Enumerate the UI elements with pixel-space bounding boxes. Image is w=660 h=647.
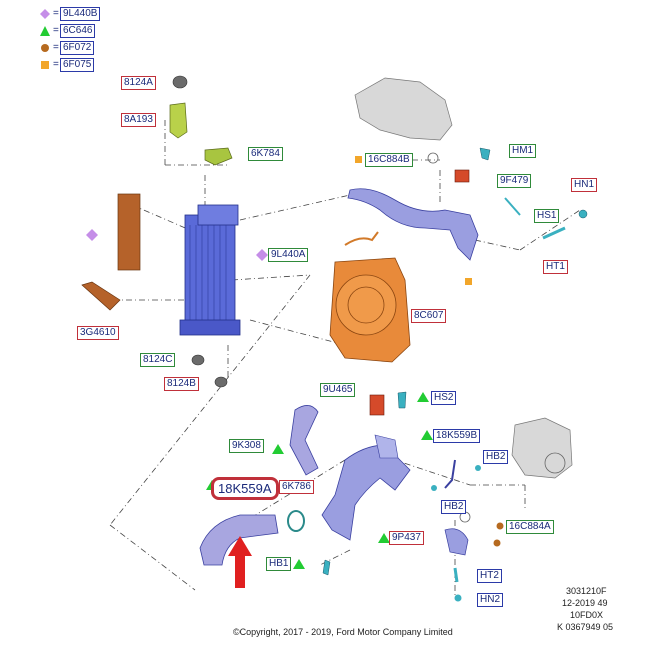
part-label-hb2-lower[interactable]: HB2 <box>441 500 467 514</box>
fan-shroud <box>329 231 411 363</box>
part-label-16c884a[interactable]: 16C884A <box>506 520 554 534</box>
square-icon <box>41 61 49 69</box>
part-label-8124c[interactable]: 8124C <box>140 353 176 367</box>
triangle-icon <box>272 444 284 454</box>
legend-equals: = <box>53 8 59 19</box>
part-label-16c884b[interactable]: 16C884B <box>365 153 413 167</box>
drawing-date: 12-2019 49 <box>562 598 608 608</box>
part-label-hn2[interactable]: HN2 <box>477 593 504 607</box>
drawing-number: K 0367949 05 <box>557 622 614 632</box>
part-label-hm1[interactable]: HM1 <box>509 144 537 158</box>
legend-code[interactable]: 6C646 <box>60 24 96 38</box>
triangle-icon <box>417 392 429 402</box>
part-label-hs1[interactable]: HS1 <box>534 209 560 223</box>
diamond-icon <box>86 229 98 241</box>
copyright-text: ©Copyright, 2017 - 2019, Ford Motor Comp… <box>233 627 453 637</box>
part-label-ht2[interactable]: HT2 <box>477 569 502 583</box>
part-label-hb1[interactable]: HB1 <box>266 557 292 571</box>
legend-code[interactable]: 6F075 <box>60 58 95 72</box>
part-label-6k784[interactable]: 6K784 <box>248 147 283 161</box>
part-label-9f479[interactable]: 9F479 <box>497 174 532 188</box>
part-label-9l440a[interactable]: 9L440A <box>268 248 309 262</box>
part-label-3g4610[interactable]: 3G4610 <box>77 326 119 340</box>
part-label-6k786[interactable]: 6K786 <box>279 480 314 494</box>
triangle-icon <box>421 430 433 440</box>
part-label-18k559a[interactable]: 18K559A <box>211 477 279 500</box>
legend-equals: = <box>53 42 59 53</box>
part-label-9p437[interactable]: 9P437 <box>389 531 424 545</box>
part-label-hn1[interactable]: HN1 <box>571 178 598 192</box>
part-label-hb2-upper[interactable]: HB2 <box>483 450 509 464</box>
triangle-icon <box>40 26 50 36</box>
part-label-8124b[interactable]: 8124B <box>164 377 199 391</box>
part-label-18k559b[interactable]: 18K559B <box>433 429 481 443</box>
triangle-icon <box>293 559 305 569</box>
diamond-icon <box>256 249 268 261</box>
part-label-8c607[interactable]: 8C607 <box>411 309 447 323</box>
drawing-ref: 10FD0X <box>570 610 604 620</box>
drawing-code: 3031210F <box>566 586 607 596</box>
legend-equals: = <box>53 25 59 36</box>
intercooler <box>179 204 241 336</box>
part-label-9u465[interactable]: 9U465 <box>320 383 356 397</box>
part-label-8124a[interactable]: 8124A <box>121 76 156 90</box>
circle-icon <box>496 522 504 530</box>
diamond-icon <box>40 9 50 19</box>
legend-equals: = <box>53 59 59 70</box>
part-label-hs2[interactable]: HS2 <box>431 391 457 405</box>
legend-code[interactable]: 9L440B <box>60 7 101 21</box>
red-arrow <box>228 536 252 588</box>
circle-icon <box>41 44 49 52</box>
part-label-9k308[interactable]: 9K308 <box>229 439 264 453</box>
legend-code[interactable]: 6F072 <box>60 41 95 55</box>
part-label-8a193[interactable]: 8A193 <box>121 113 156 127</box>
triangle-icon <box>378 533 390 543</box>
part-label-ht1[interactable]: HT1 <box>543 260 568 274</box>
